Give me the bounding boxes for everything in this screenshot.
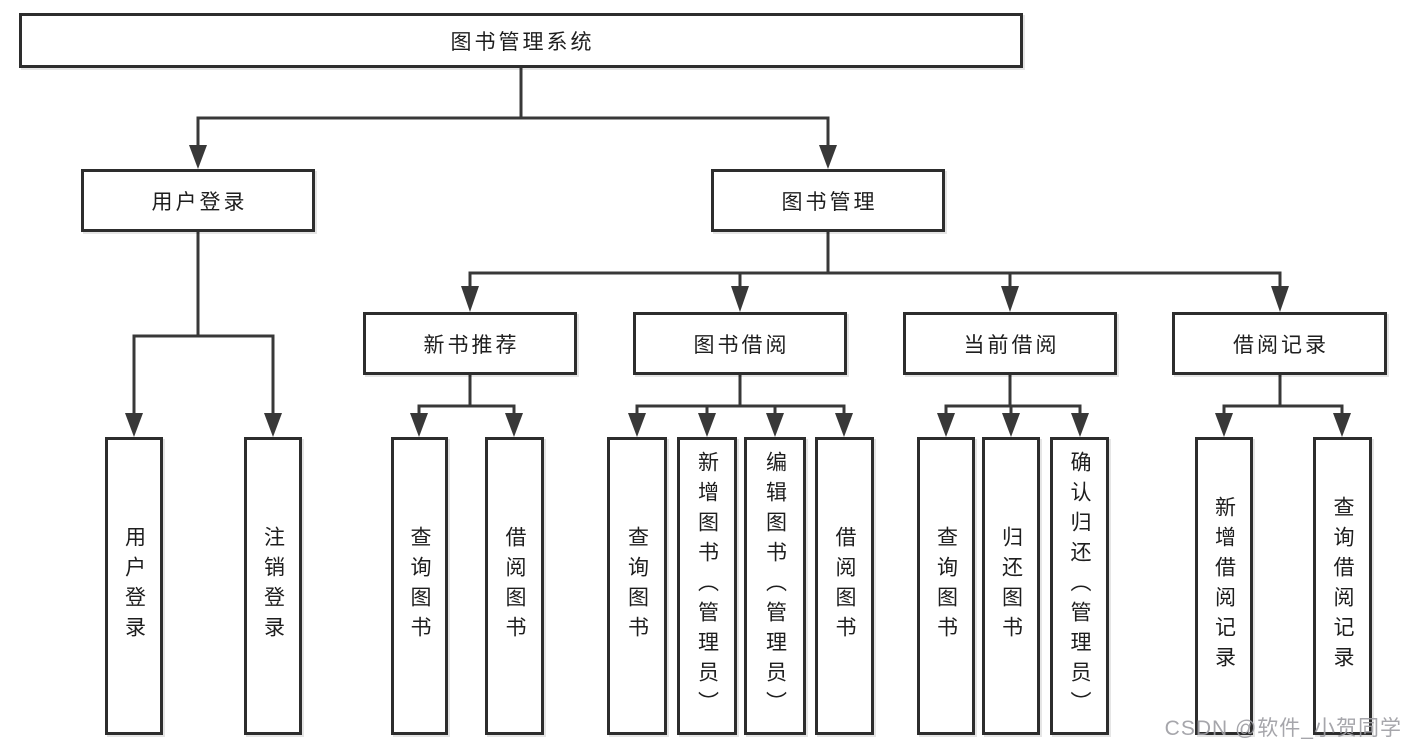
arrowheads bbox=[125, 145, 1351, 437]
node-book-management: 图书管理 bbox=[711, 169, 945, 232]
leaf-return-book: 归还图书 bbox=[982, 437, 1040, 735]
node-current-borrow: 当前借阅 bbox=[903, 312, 1117, 375]
leaf-add-book-admin-label: 新增图书（管理员） bbox=[695, 451, 719, 721]
arrow-icon bbox=[189, 145, 207, 169]
node-borrow-record: 借阅记录 bbox=[1172, 312, 1387, 375]
node-new-book-recommend: 新书推荐 bbox=[363, 312, 577, 375]
arrow-icon bbox=[766, 413, 784, 437]
node-current-borrow-label: 当前借阅 bbox=[963, 333, 1060, 357]
node-book-management-label: 图书管理 bbox=[781, 190, 878, 214]
leaf-borrow-book-1: 借阅图书 bbox=[485, 437, 544, 735]
arrow-icon bbox=[264, 413, 282, 437]
arrow-icon bbox=[937, 413, 955, 437]
arrow-icon bbox=[1001, 286, 1019, 312]
arrow-icon bbox=[410, 413, 428, 437]
arrow-icon bbox=[1333, 413, 1351, 437]
leaf-confirm-return-admin: 确认归还（管理员） bbox=[1050, 437, 1109, 735]
leaf-confirm-return-admin-label: 确认归还（管理员） bbox=[1068, 451, 1091, 721]
arrow-icon bbox=[835, 413, 853, 437]
leaf-edit-book-admin-label: 编辑图书（管理员） bbox=[763, 451, 787, 721]
arrow-icon bbox=[1271, 286, 1289, 312]
leaf-add-book-admin: 新增图书（管理员） bbox=[677, 437, 737, 735]
leaf-user-login: 用户登录 bbox=[105, 437, 163, 735]
node-root-label: 图书管理系统 bbox=[450, 30, 595, 54]
leaf-query-borrow-record: 查询借阅记录 bbox=[1313, 437, 1372, 735]
node-new-book-recommend-label: 新书推荐 bbox=[423, 333, 520, 357]
leaf-query-book-1-label: 查询图书 bbox=[408, 526, 431, 646]
node-book-borrow-label: 图书借阅 bbox=[693, 333, 790, 357]
leaf-return-book-label: 归还图书 bbox=[999, 526, 1023, 646]
leaf-user-login-label: 用户登录 bbox=[122, 526, 146, 646]
leaf-add-borrow-record-label: 新增借阅记录 bbox=[1212, 496, 1236, 676]
arrow-icon bbox=[819, 145, 837, 169]
node-root: 图书管理系统 bbox=[19, 13, 1023, 68]
arrow-icon bbox=[125, 413, 143, 437]
arrow-icon bbox=[698, 413, 716, 437]
csdn-watermark: CSDN @软件_小贺同学 bbox=[1164, 717, 1402, 740]
leaf-query-book-3-label: 查询图书 bbox=[934, 526, 958, 646]
leaf-query-book-2-label: 查询图书 bbox=[625, 526, 649, 646]
leaf-query-book-1: 查询图书 bbox=[391, 437, 448, 735]
leaf-logout: 注销登录 bbox=[244, 437, 302, 735]
leaf-borrow-book-2: 借阅图书 bbox=[815, 437, 874, 735]
arrow-icon bbox=[628, 413, 646, 437]
arrow-icon bbox=[1002, 413, 1020, 437]
leaf-query-book-3: 查询图书 bbox=[917, 437, 975, 735]
leaf-query-borrow-record-label: 查询借阅记录 bbox=[1331, 496, 1354, 676]
leaf-logout-label: 注销登录 bbox=[261, 526, 285, 646]
leaf-borrow-book-2-label: 借阅图书 bbox=[833, 526, 856, 646]
leaf-borrow-book-1-label: 借阅图书 bbox=[503, 526, 526, 646]
connector-path bbox=[132, 68, 1344, 414]
leaf-edit-book-admin: 编辑图书（管理员） bbox=[744, 437, 806, 735]
node-user-login: 用户登录 bbox=[81, 169, 315, 232]
arrow-icon bbox=[461, 286, 479, 312]
arrow-icon bbox=[1215, 413, 1233, 437]
node-user-login-label: 用户登录 bbox=[151, 190, 248, 214]
node-borrow-record-label: 借阅记录 bbox=[1233, 333, 1329, 357]
node-book-borrow: 图书借阅 bbox=[633, 312, 847, 375]
arrow-icon bbox=[731, 286, 749, 312]
leaf-query-book-2: 查询图书 bbox=[607, 437, 667, 735]
arrow-icon bbox=[1071, 413, 1089, 437]
leaf-add-borrow-record: 新增借阅记录 bbox=[1195, 437, 1253, 735]
arrow-icon bbox=[505, 413, 523, 437]
